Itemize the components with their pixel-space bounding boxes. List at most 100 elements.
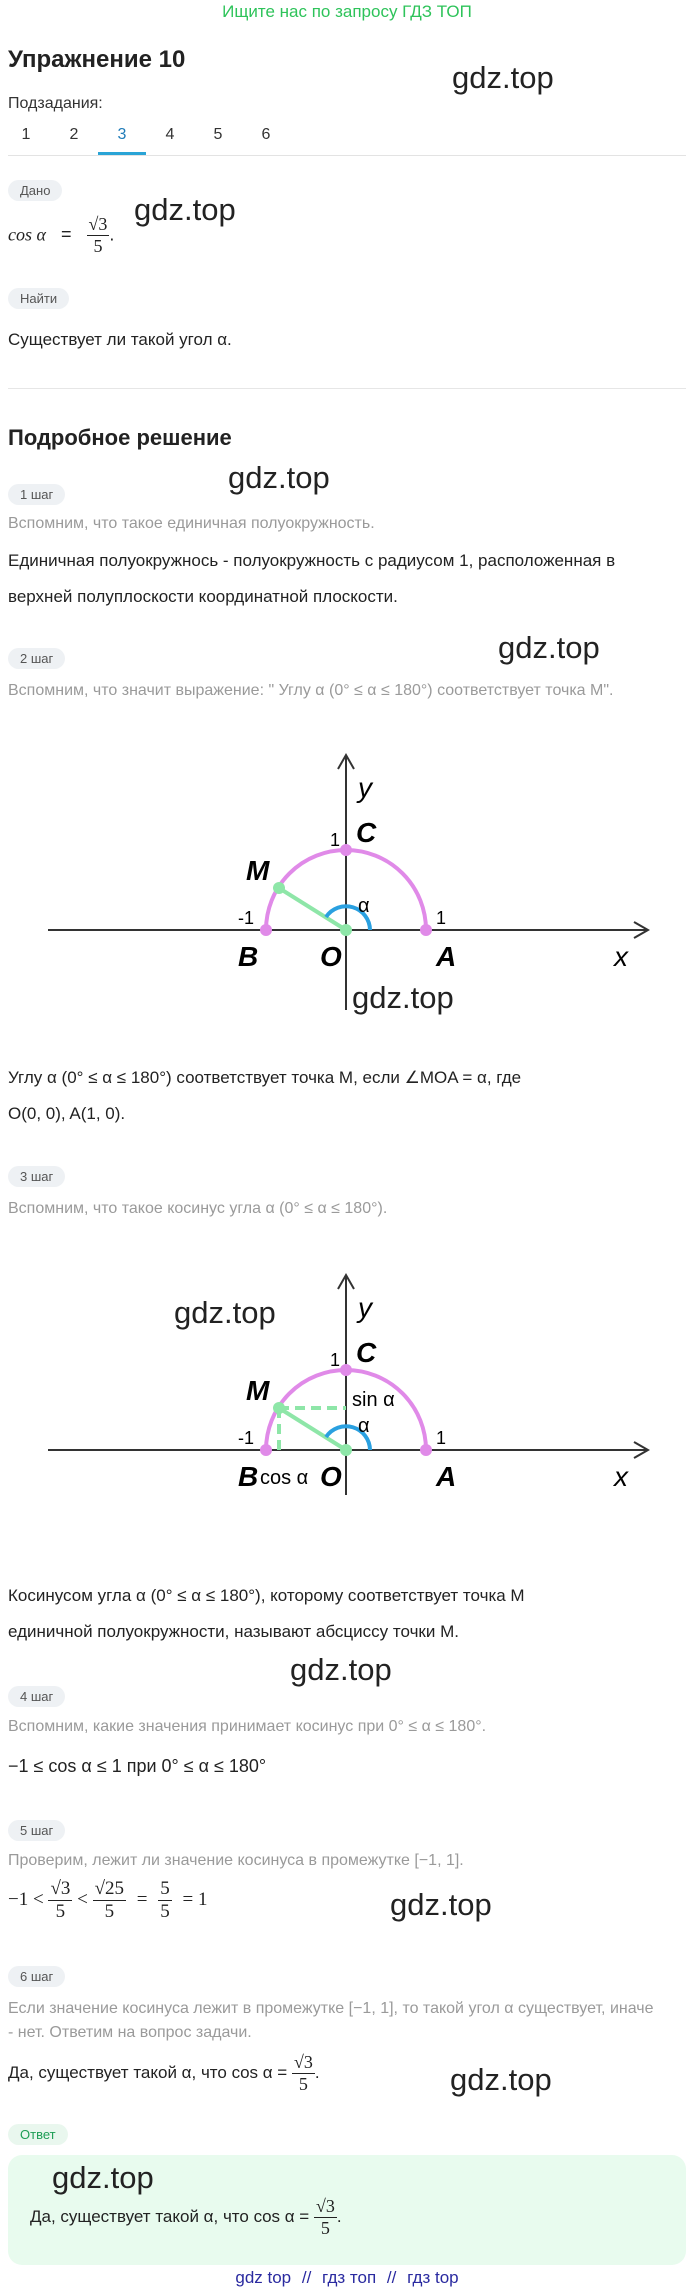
subtask-tabs: 1 2 3 4 5 6 <box>0 118 694 156</box>
label-one-right: 1 <box>436 908 446 928</box>
point-a <box>420 924 432 936</box>
step-4-hint: Вспомним, какие значения принимает косин… <box>8 1718 487 1735</box>
label-b: B <box>238 941 258 972</box>
watermark: gdz.top <box>174 1295 276 1330</box>
label-o: O <box>320 1461 342 1492</box>
s5-d2: 5 <box>104 1901 115 1922</box>
top-banner[interactable]: Ищите нас по запросу ГДЗ ТОП <box>222 2 472 21</box>
point-m <box>273 1402 285 1414</box>
radius-om <box>277 1406 348 1452</box>
watermark: gdz.top <box>390 1887 492 1922</box>
point-o <box>340 1444 352 1456</box>
given-den: 5 <box>93 236 103 256</box>
watermark: gdz.top <box>228 460 330 495</box>
label-x: x <box>612 1461 629 1492</box>
watermark: gdz.top <box>290 1652 392 1687</box>
answer-badge: Ответ <box>8 2124 68 2145</box>
label-one-right: 1 <box>436 1428 446 1448</box>
label-alpha: α <box>358 895 370 917</box>
step-6-hint-1: Если значение косинуса лежит в промежутк… <box>8 2000 654 2017</box>
s6-den: 5 <box>298 2074 308 2094</box>
label-y: y <box>356 772 374 803</box>
watermark: gdz.top <box>452 60 554 95</box>
step-4-badge: 4 шаг <box>8 1686 66 1707</box>
solution-title: Подробное решение <box>8 425 232 450</box>
step-5-badge: 5 шаг <box>8 1820 66 1841</box>
label-c: C <box>356 1337 377 1368</box>
watermark: gdz.top <box>352 980 454 1015</box>
tab-2[interactable]: 2 <box>69 126 79 143</box>
s5-d1: 5 <box>55 1901 66 1922</box>
footer-sep-1: // <box>301 2268 312 2287</box>
tab-5[interactable]: 5 <box>213 126 223 143</box>
label-y: y <box>356 1292 374 1323</box>
given-lhs: cos α <box>8 224 46 245</box>
given-badge: Дано <box>8 180 63 201</box>
s5-eq2: = 1 <box>182 1888 208 1910</box>
step-1-text-2: верхней полуплоскости координатной плоск… <box>8 587 398 606</box>
given-eq: = <box>60 224 72 245</box>
y-axis-arrow <box>337 752 355 770</box>
step-2-text-2: O(0, 0), A(1, 0). <box>8 1104 126 1123</box>
s6-text: Да, существует такой α, что cos α = <box>8 2062 288 2082</box>
label-minus-one: -1 <box>238 1428 254 1448</box>
s5-n3: 5 <box>158 1878 172 1901</box>
point-b <box>260 924 272 936</box>
label-cos: cos α <box>260 1467 308 1489</box>
footer-link-1[interactable]: gdz top <box>235 2268 292 2287</box>
section-divider <box>8 388 686 389</box>
answer-den: 5 <box>320 2218 330 2238</box>
label-m: M <box>246 855 270 886</box>
footer-sep-2: // <box>386 2268 397 2287</box>
step-3-hint: Вспомним, что такое косинус угла α (0° ≤… <box>8 1200 388 1217</box>
radius-om <box>277 886 348 932</box>
label-o: O <box>320 941 342 972</box>
tab-3[interactable]: 3 <box>98 118 146 155</box>
label-minus-one: -1 <box>238 908 254 928</box>
answer-text: Да, существует такой α, что cos α = <box>30 2206 310 2226</box>
watermark: gdz.top <box>498 630 600 665</box>
point-b <box>260 1444 272 1456</box>
subtasks-label: Подзадания: <box>8 95 103 112</box>
step-3-text-1: Косинусом угла α (0° ≤ α ≤ 180°), которо… <box>8 1586 525 1605</box>
tab-4[interactable]: 4 <box>165 126 175 143</box>
s5-n2: √25 <box>92 1878 127 1901</box>
watermark: gdz.top <box>52 2160 154 2195</box>
unit-semicircle-diagram-2: y x C M B O A 1 1 -1 α sin α cos α <box>48 1272 651 1495</box>
label-alpha: α <box>358 1415 370 1437</box>
tab-6[interactable]: 6 <box>261 126 271 143</box>
label-a: A <box>435 941 456 972</box>
page-title: Упражнение 10 <box>8 46 186 73</box>
point-o <box>340 924 352 936</box>
x-axis-arrow <box>633 921 651 939</box>
step-2-badge: 2 шаг <box>8 648 66 669</box>
unit-semicircle-diagram-1: y x C M B O A 1 1 -1 α <box>48 752 651 1010</box>
step-5-hint: Проверим, лежит ли значение косинуса в п… <box>8 1852 464 1869</box>
s6-num: √3 <box>291 2052 315 2074</box>
footer-link-3[interactable]: гдз top <box>407 2268 459 2287</box>
find-text: Существует ли такой угол α. <box>8 330 232 349</box>
label-a: A <box>435 1461 456 1492</box>
s5-eq1: = <box>136 1888 148 1910</box>
step-1-badge: 1 шаг <box>8 484 66 505</box>
step-1-text-1: Единичная полуокружнось - полуокружность… <box>8 551 616 570</box>
step-2-hint: Вспомним, что значит выражение: " Углу α… <box>8 682 614 699</box>
step-3-text-2: единичной полуокружности, называют абсци… <box>8 1622 459 1641</box>
step-6-badge: 6 шаг <box>8 1966 66 1987</box>
given-dot: . <box>109 224 115 245</box>
point-c <box>340 844 352 856</box>
watermark: gdz.top <box>450 2062 552 2097</box>
tab-1[interactable]: 1 <box>21 126 31 143</box>
label-c: C <box>356 817 377 848</box>
footer-link-2[interactable]: гдз топ <box>322 2268 377 2287</box>
given-num: √3 <box>86 214 110 236</box>
watermark: gdz.top <box>134 192 236 227</box>
s5-n1: √3 <box>48 1878 73 1901</box>
step-4-text: −1 ≤ cos α ≤ 1 при 0° ≤ α ≤ 180° <box>8 1756 267 1776</box>
